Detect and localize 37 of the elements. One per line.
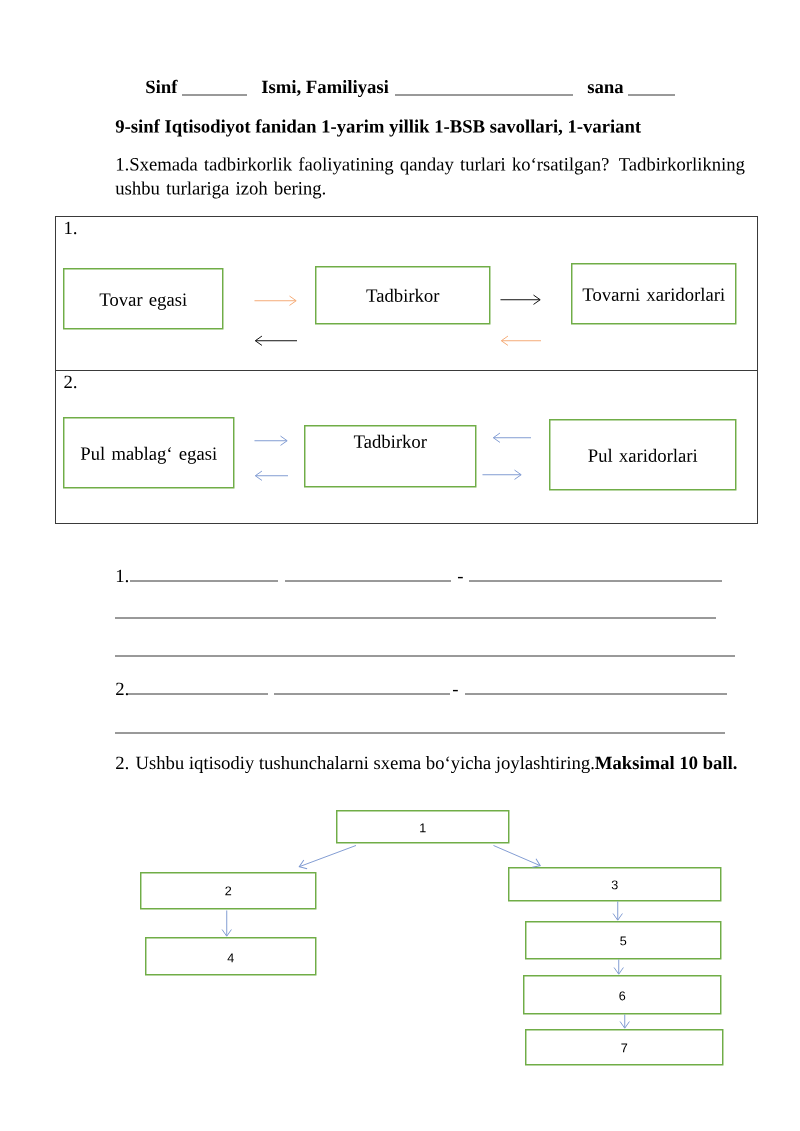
numbered-box: 2 bbox=[140, 872, 317, 910]
item-number: 1. bbox=[116, 569, 129, 583]
question-text: 2. Ushbu iqtisodiy tushunchalarni sxema bo‘yicha joylashtiring.Maksimal 10 ball. bbox=[116, 756, 737, 774]
arrow bbox=[493, 845, 541, 868]
process-box: Tovar egasi bbox=[63, 268, 224, 330]
item-number: 2. bbox=[116, 682, 129, 696]
title: 9-sinf Iqtisodiyot fanidan 1-yarim yillik 1-BSB savollari, 1-variant bbox=[115, 119, 641, 137]
numbered-box: 7 bbox=[525, 1029, 724, 1066]
field-label: Ismi, Familiyasi bbox=[261, 80, 389, 98]
process-box: Tadbirkor bbox=[315, 266, 491, 325]
arrow bbox=[492, 432, 532, 443]
numbered-box: 4 bbox=[145, 937, 317, 976]
numbered-box: 3 bbox=[508, 867, 722, 902]
arrow bbox=[298, 845, 357, 870]
dash: - bbox=[457, 576, 463, 579]
arrow bbox=[254, 335, 298, 346]
arrow bbox=[612, 901, 623, 921]
arrow bbox=[613, 959, 624, 975]
dash: - bbox=[452, 689, 458, 692]
numbered-box: 5 bbox=[525, 921, 722, 960]
arrow bbox=[254, 295, 297, 306]
field-label: sana bbox=[587, 84, 624, 94]
arrow bbox=[500, 294, 541, 305]
process-box: Pul mablag‘ egasi bbox=[63, 417, 235, 489]
arrow bbox=[221, 910, 232, 937]
numbered-box: 6 bbox=[523, 975, 722, 1015]
question-text: 1.Sxemada tadbirkorlik faoliyatining qanday turlari ko‘rsatilgan? Tadbirkorlikning ushbu turlariga izoh bering. bbox=[115, 157, 745, 199]
process-box: Tovarni xaridorlari bbox=[571, 263, 737, 325]
numbered-box: 1 bbox=[336, 810, 510, 844]
process-box: Pul xaridorlari bbox=[549, 419, 737, 491]
process-box: Tadbirkor bbox=[304, 425, 477, 488]
arrow bbox=[254, 435, 288, 446]
field-label: Sinf bbox=[146, 79, 178, 94]
arrow bbox=[482, 469, 522, 480]
arrow bbox=[254, 470, 289, 481]
arrow bbox=[619, 1014, 630, 1029]
arrow bbox=[500, 335, 542, 346]
